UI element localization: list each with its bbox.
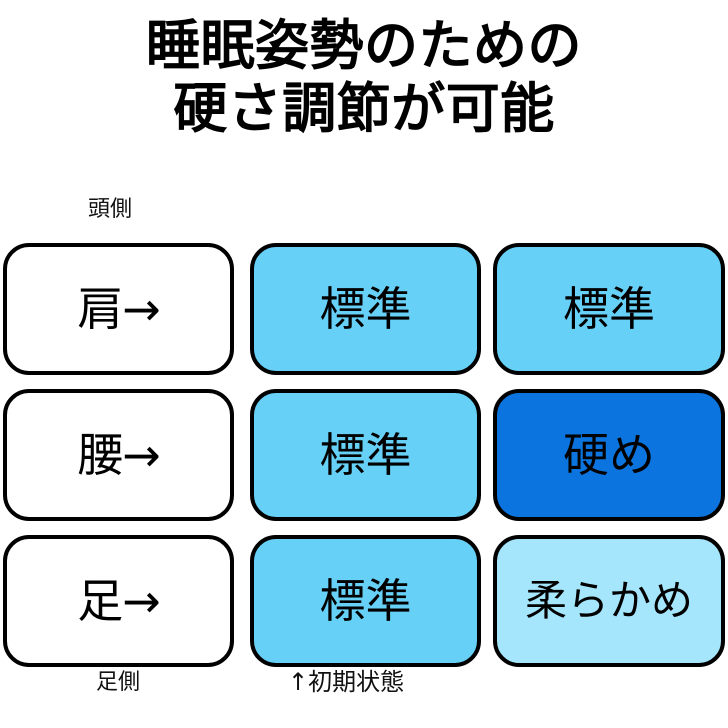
grid-gap <box>234 535 250 667</box>
page-title-line-1: 睡眠姿勢のための <box>146 14 582 77</box>
cell-shoulder-adjusted[interactable]: 標準 <box>493 243 725 375</box>
grid-gap <box>3 521 234 535</box>
row-label-waist: 腰→ <box>3 389 234 521</box>
row-label-shoulder: 肩→ <box>3 243 234 375</box>
grid-gap <box>234 375 250 389</box>
grid-gap <box>481 389 493 521</box>
grid-gap <box>250 375 481 389</box>
row-label-foot: 足→ <box>3 535 234 667</box>
cell-waist-initial-text: 標準 <box>319 428 412 482</box>
grid-gap <box>234 389 250 521</box>
grid-gap <box>493 375 725 389</box>
grid-gap <box>234 243 250 375</box>
cell-foot-initial[interactable]: 標準 <box>250 535 481 667</box>
caption-foot-side: 足側 <box>96 670 141 695</box>
grid-gap <box>250 521 481 535</box>
caption-initial-state: ↑初期状態 <box>288 668 405 696</box>
cell-foot-initial-text: 標準 <box>319 574 412 628</box>
grid-gap <box>3 375 234 389</box>
grid-gap <box>234 521 250 535</box>
caption-head-side: 頭側 <box>88 197 133 222</box>
cell-foot-adjusted[interactable]: 柔らかめ <box>493 535 725 667</box>
cell-foot-adjusted-text: 柔らかめ <box>524 576 693 625</box>
cell-shoulder-adjusted-text: 標準 <box>563 282 655 336</box>
page-title: 睡眠姿勢のための 硬さ調節が可能 <box>0 14 728 140</box>
cell-waist-adjusted-text: 硬め <box>563 428 655 482</box>
grid-gap <box>481 243 493 375</box>
grid-gap <box>493 521 725 535</box>
grid-gap <box>481 521 493 535</box>
row-label-shoulder-text: 肩→ <box>77 282 161 336</box>
firmness-grid: 肩→ 標準 標準 腰→ 標準 硬め 足→ 標準 柔らかめ <box>3 243 725 667</box>
cell-waist-adjusted[interactable]: 硬め <box>493 389 725 521</box>
cell-waist-initial[interactable]: 標準 <box>250 389 481 521</box>
page-title-line-2: 硬さ調節が可能 <box>173 77 555 141</box>
grid-gap <box>481 375 493 389</box>
row-label-waist-text: 腰→ <box>77 428 161 482</box>
row-label-foot-text: 足→ <box>77 574 161 628</box>
cell-shoulder-initial[interactable]: 標準 <box>250 243 481 375</box>
cell-shoulder-initial-text: 標準 <box>319 282 412 336</box>
grid-gap <box>481 535 493 667</box>
